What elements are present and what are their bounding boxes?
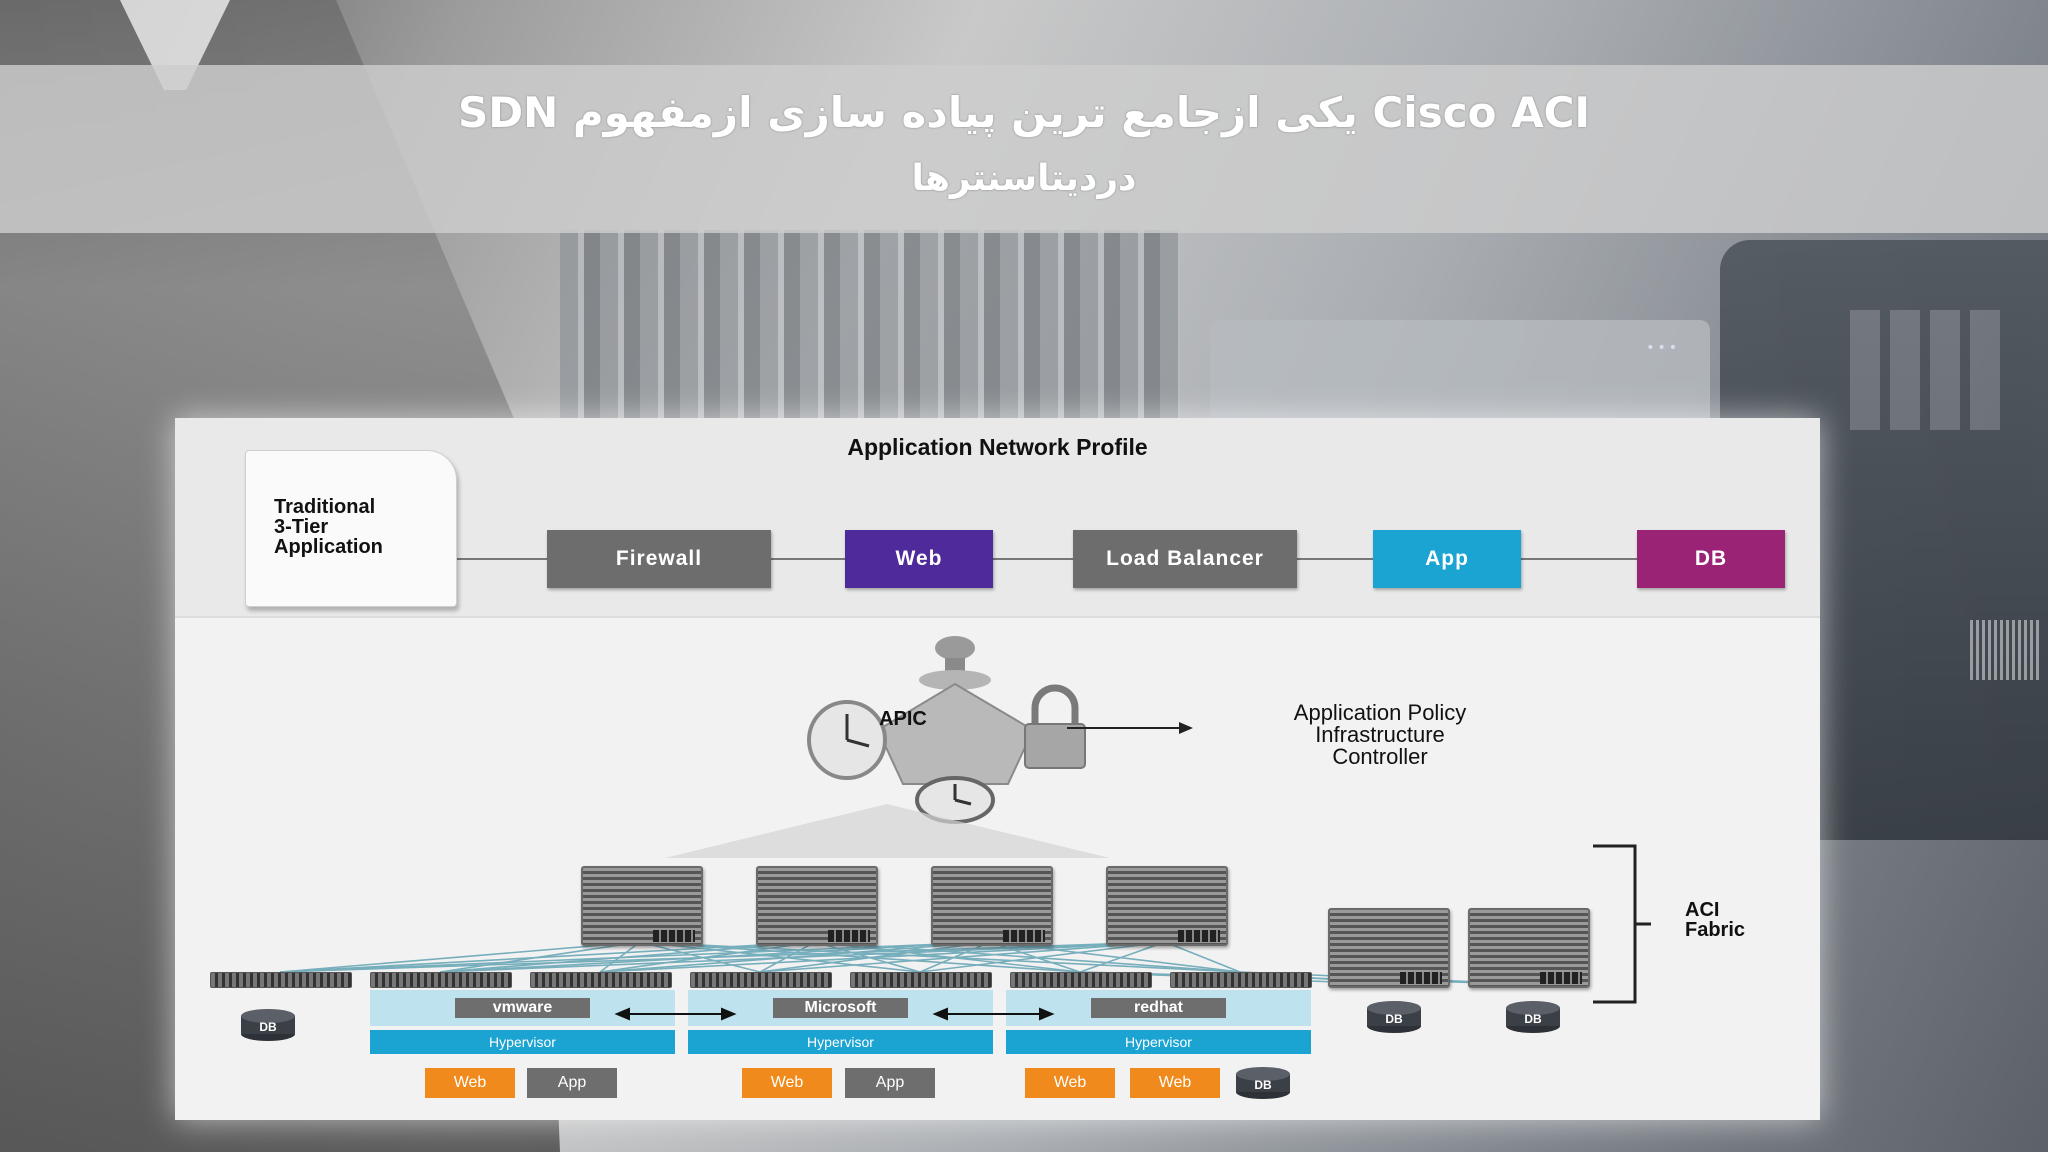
web-box: Web bbox=[845, 530, 993, 588]
application-document-label: Traditional 3-Tier Application bbox=[274, 496, 383, 558]
spine-switch bbox=[581, 866, 703, 946]
leaf-switch bbox=[370, 972, 512, 988]
background-server-racks bbox=[560, 230, 1180, 430]
fabric-link bbox=[279, 941, 641, 973]
hypervisor-block: vmware Hypervisor bbox=[370, 990, 675, 1076]
hypervisor-label: Hypervisor bbox=[1006, 1030, 1311, 1054]
database-icon: DB bbox=[1505, 1000, 1561, 1034]
fabric-link bbox=[1079, 941, 1166, 973]
spine-switch bbox=[931, 866, 1053, 946]
bars-icon bbox=[1970, 620, 2040, 680]
leaf-switch bbox=[690, 972, 832, 988]
fabric-link bbox=[639, 941, 921, 973]
app-box: App bbox=[1373, 530, 1521, 588]
lock-icon bbox=[1024, 684, 1086, 769]
firewall-box: Firewall bbox=[547, 530, 771, 588]
database-label: DB bbox=[1385, 1012, 1403, 1026]
hypervisor-label: Hypervisor bbox=[370, 1030, 675, 1054]
border-switch bbox=[1468, 908, 1590, 988]
fabric-link bbox=[759, 941, 1166, 973]
fabric-link bbox=[279, 941, 1166, 973]
migration-arrows bbox=[614, 1007, 1055, 1021]
web-vm: Web bbox=[1130, 1068, 1220, 1098]
fabric-link bbox=[1164, 941, 1241, 973]
app-vm: App bbox=[527, 1068, 617, 1098]
db-box: DB bbox=[1637, 530, 1785, 588]
app-vm: App bbox=[845, 1068, 935, 1098]
leaf-switch bbox=[850, 972, 992, 988]
application-document: Traditional 3-Tier Application bbox=[245, 450, 457, 607]
vendor-label: vmware bbox=[455, 998, 590, 1018]
fabric-link bbox=[279, 941, 816, 973]
db-vm: DB bbox=[1235, 1066, 1291, 1100]
web-vm: Web bbox=[425, 1068, 515, 1098]
arrow-icon bbox=[1067, 722, 1193, 734]
spine-switch bbox=[1106, 866, 1228, 946]
leaf-switch bbox=[1010, 972, 1152, 988]
profile-heading: Application Network Profile bbox=[847, 434, 1148, 460]
load-balancer-box: Load Balancer bbox=[1073, 530, 1297, 588]
database-icon: DB bbox=[1366, 1000, 1422, 1034]
dots-icon: ••• bbox=[1646, 340, 1680, 356]
apic-figure bbox=[807, 636, 1086, 824]
hypervisor-label: Hypervisor bbox=[688, 1030, 993, 1054]
web-vm: Web bbox=[1025, 1068, 1115, 1098]
fabric-link bbox=[439, 941, 1166, 973]
apic-label: APIC bbox=[879, 708, 927, 730]
leaf-switch bbox=[210, 972, 352, 988]
aci-fabric-label: ACI Fabric bbox=[1685, 899, 1746, 941]
person-icon bbox=[919, 636, 991, 690]
spine-switch bbox=[756, 866, 878, 946]
slide-subtitle: دردیتاسنترها bbox=[911, 158, 1137, 199]
bracket-icon bbox=[1593, 844, 1651, 1004]
db-vm-label: DB bbox=[1254, 1078, 1272, 1092]
database-icon: DB bbox=[240, 1008, 296, 1042]
fabric-link bbox=[599, 941, 1166, 973]
application-network-profile: Application Network Profile Traditional … bbox=[175, 418, 1820, 618]
leaf-switch bbox=[1170, 972, 1312, 988]
hypervisor-block: Microsoft Hypervisor bbox=[688, 990, 993, 1076]
database-label: DB bbox=[259, 1020, 277, 1034]
fabric-link bbox=[279, 941, 991, 973]
clock-icon bbox=[807, 700, 887, 780]
title-band bbox=[0, 65, 2048, 233]
apic-description: Application Policy Infrastructure Contro… bbox=[1293, 700, 1467, 769]
vendor-label: redhat bbox=[1091, 998, 1226, 1018]
tiles-icon bbox=[1850, 310, 2010, 430]
border-switch bbox=[1328, 908, 1450, 988]
vendor-label: Microsoft bbox=[773, 998, 908, 1018]
hypervisor-block: redhat Hypervisor bbox=[1006, 990, 1311, 1076]
leaf-switch bbox=[530, 972, 672, 988]
fabric-link bbox=[919, 941, 1166, 973]
web-vm: Web bbox=[742, 1068, 832, 1098]
slide-title: Cisco ACI یکی ازجامع ترین پیاده سازی ازم… bbox=[457, 88, 1591, 137]
aci-diagram: Application Network Profile Traditional … bbox=[175, 418, 1820, 1120]
database-label: DB bbox=[1524, 1012, 1542, 1026]
